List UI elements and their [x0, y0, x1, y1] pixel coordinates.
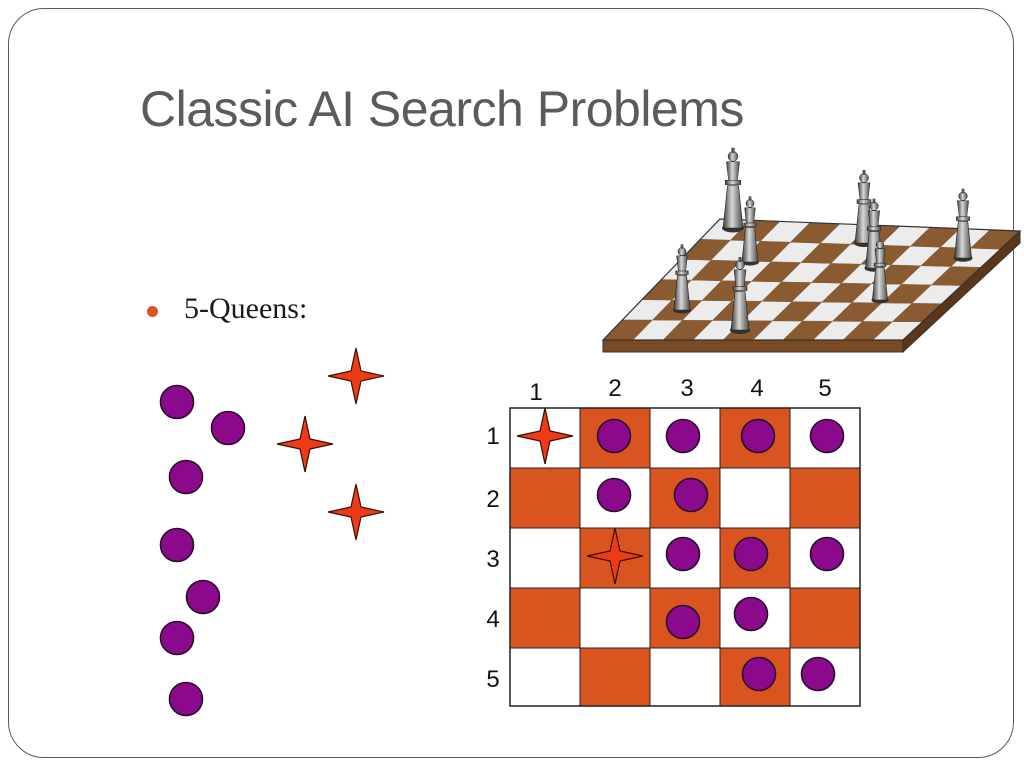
grid-queen-token — [673, 477, 709, 513]
grid-col-label-5: 5 — [818, 375, 831, 402]
loose-queen-token — [159, 384, 195, 420]
loose-queen-token — [159, 620, 195, 656]
grid-col-label-4: 4 — [750, 375, 763, 402]
grid-queen-token — [800, 656, 836, 692]
grid-queen-token — [665, 418, 701, 454]
grid-col-label-1: 1 — [529, 379, 542, 406]
grid-cell — [789, 467, 861, 529]
bullet-5-queens: 5-Queens: — [184, 292, 308, 325]
loose-queen-token — [159, 527, 195, 563]
chess-queen-piece — [741, 196, 759, 266]
grid-queen-token — [596, 477, 632, 513]
grid-col-label-2: 2 — [608, 375, 621, 402]
loose-queen-token — [185, 579, 221, 615]
grid-queen-token — [741, 656, 777, 692]
grid-cell — [719, 467, 791, 529]
grid-queen-token — [733, 536, 769, 572]
grid-cell — [509, 467, 581, 529]
chessboard-with-queens-icon — [601, 147, 1022, 354]
grid-cell — [509, 527, 581, 589]
loose-queen-token — [168, 459, 204, 495]
slide-title: Classic AI Search Problems — [140, 81, 744, 137]
grid-row-label-2: 2 — [486, 486, 499, 513]
grid-cell — [579, 587, 651, 649]
grid-queen-token — [733, 596, 769, 632]
loose-star-token — [327, 347, 385, 405]
loose-queen-token — [210, 410, 246, 446]
chess-queen-piece — [953, 188, 973, 262]
grid-star-token — [586, 527, 644, 585]
grid-border — [509, 407, 861, 707]
grid-queen-token — [809, 418, 845, 454]
grid-queen-token — [740, 418, 776, 454]
grid-queen-token — [809, 536, 845, 572]
grid-row-label-3: 3 — [486, 546, 499, 573]
grid-row-label-4: 4 — [486, 606, 499, 633]
loose-star-token — [327, 483, 385, 541]
bullet-dot-icon — [147, 306, 158, 317]
chess-queen-piece — [871, 237, 889, 304]
grid-cell — [649, 647, 721, 707]
loose-star-token — [276, 415, 334, 473]
grid-queen-token — [596, 418, 632, 454]
grid-cell — [509, 647, 581, 707]
grid-cell — [509, 587, 581, 649]
grid-row-label-5: 5 — [486, 666, 499, 693]
chess-queen-piece — [673, 244, 691, 314]
grid-star-token — [516, 407, 574, 465]
grid-row-label-1: 1 — [486, 423, 499, 450]
chess-queen-piece — [722, 147, 744, 233]
grid-queen-token — [665, 536, 701, 572]
grid-cell — [579, 647, 651, 707]
loose-queen-token — [168, 681, 204, 717]
grid-col-label-3: 3 — [680, 375, 693, 402]
grid-queen-token — [665, 604, 701, 640]
chess-queen-piece — [730, 257, 750, 334]
grid-cell — [789, 587, 861, 649]
